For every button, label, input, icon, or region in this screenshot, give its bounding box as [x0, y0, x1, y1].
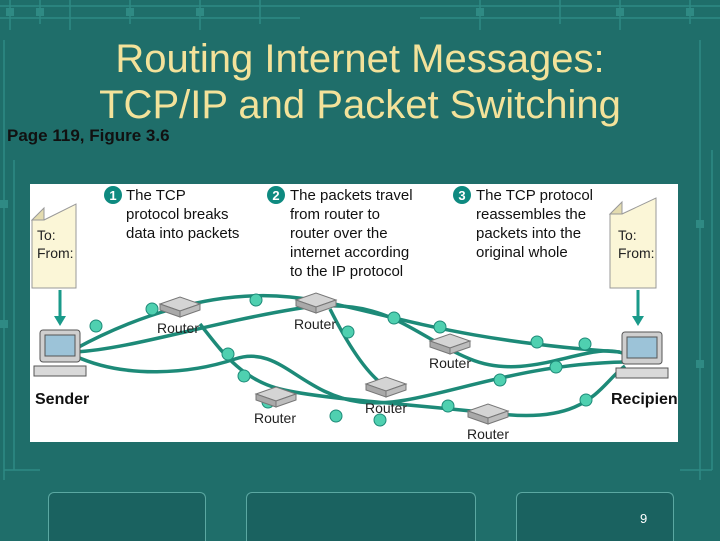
title-line-1: Routing Internet Messages: — [115, 37, 605, 81]
router-label: Router — [365, 400, 407, 416]
recipient-envelope: To: From: — [608, 197, 657, 289]
packet — [249, 293, 263, 307]
slide-title: Routing Internet Messages: TCP/IP and Pa… — [40, 36, 680, 128]
svg-text:The packets travel from: The packets travel from router to router… — [290, 187, 417, 280]
step-3: 3 The TCP protocol reassembles the packe… — [453, 186, 597, 261]
packet — [433, 320, 447, 334]
sender-computer-icon: Sender — [33, 329, 89, 408]
packet — [530, 335, 544, 349]
step-2-line: The packets travel — [290, 187, 413, 204]
router: Router — [364, 376, 408, 416]
router: Router — [254, 386, 298, 426]
step-2-number: 2 — [272, 188, 279, 203]
step-3-line: packets into the — [476, 225, 581, 242]
packet — [387, 311, 401, 325]
figure-reference: Page 119, Figure 3.6 — [7, 126, 170, 145]
step-2-line: internet according — [290, 244, 409, 261]
envelope-to: To: — [618, 227, 637, 243]
packet — [578, 337, 592, 351]
router: Router — [428, 333, 472, 371]
step-1-line: data into packets — [126, 225, 239, 242]
footer-panel-left — [48, 492, 206, 541]
down-arrow-icon — [632, 290, 644, 326]
packet — [441, 399, 455, 413]
down-arrow-icon — [54, 290, 66, 326]
svg-text:The TCP protocol breaks: The TCP protocol breaks data into packet… — [126, 187, 239, 242]
router: Router — [466, 403, 510, 442]
svg-text:To: From:: To: From: — [37, 227, 74, 261]
step-2-line: router over the — [290, 225, 388, 242]
packet — [221, 347, 235, 361]
step-1-line: protocol breaks — [126, 206, 229, 223]
step-2: 2 The packets travel from router to rout… — [267, 186, 417, 280]
sender-envelope: To: From: — [30, 203, 77, 289]
packet — [549, 360, 563, 374]
packet — [579, 393, 593, 407]
router-label: Router — [254, 410, 296, 426]
step-3-line: reassembles the — [476, 206, 586, 223]
packet — [145, 302, 159, 316]
packet — [341, 325, 355, 339]
router-label: Router — [429, 355, 471, 371]
router-label: Router — [157, 320, 199, 336]
recipient-label: Recipient — [611, 391, 678, 408]
step-1-number: 1 — [109, 188, 116, 203]
router-label: Router — [467, 426, 509, 442]
step-3-badge — [453, 186, 471, 204]
step-3-line: The TCP protocol — [476, 187, 593, 204]
page-number: 9 — [640, 511, 648, 526]
packet — [329, 409, 343, 423]
tcp-ip-diagram: 1 The TCP protocol breaks data into pack… — [30, 184, 678, 442]
packet — [373, 413, 387, 427]
footer-panel-center — [246, 492, 476, 541]
sender-label: Sender — [35, 391, 89, 408]
packet — [89, 319, 103, 333]
envelope-to: To: — [37, 227, 56, 243]
path-upper — [74, 293, 621, 354]
envelope-from: From: — [37, 245, 74, 261]
title-line-2: TCP/IP and Packet Switching — [99, 83, 621, 127]
recipient-computer-icon: Recipient — [611, 331, 678, 408]
step-1-line: The TCP — [126, 187, 186, 204]
path-lower — [74, 354, 626, 405]
packets — [89, 293, 593, 427]
step-1-badge — [104, 186, 122, 204]
envelope-from: From: — [618, 245, 655, 261]
svg-text:The TCP protocol reassem: The TCP protocol reassembles the packets… — [476, 187, 597, 261]
packet — [493, 373, 507, 387]
svg-text:To: From:: To: From: — [618, 227, 655, 261]
footer-panel-right — [516, 492, 674, 541]
step-2-line: to the IP protocol — [290, 263, 403, 280]
router: Router — [294, 292, 338, 332]
path-middle — [74, 304, 626, 369]
router: Router — [157, 296, 202, 336]
step-2-line: from router to — [290, 206, 380, 223]
step-2-badge — [267, 186, 285, 204]
packet — [237, 369, 251, 383]
step-3-number: 3 — [458, 188, 465, 203]
step-3-line: original whole — [476, 244, 568, 261]
router-label: Router — [294, 316, 336, 332]
step-1: 1 The TCP protocol breaks data into pack… — [104, 186, 239, 242]
